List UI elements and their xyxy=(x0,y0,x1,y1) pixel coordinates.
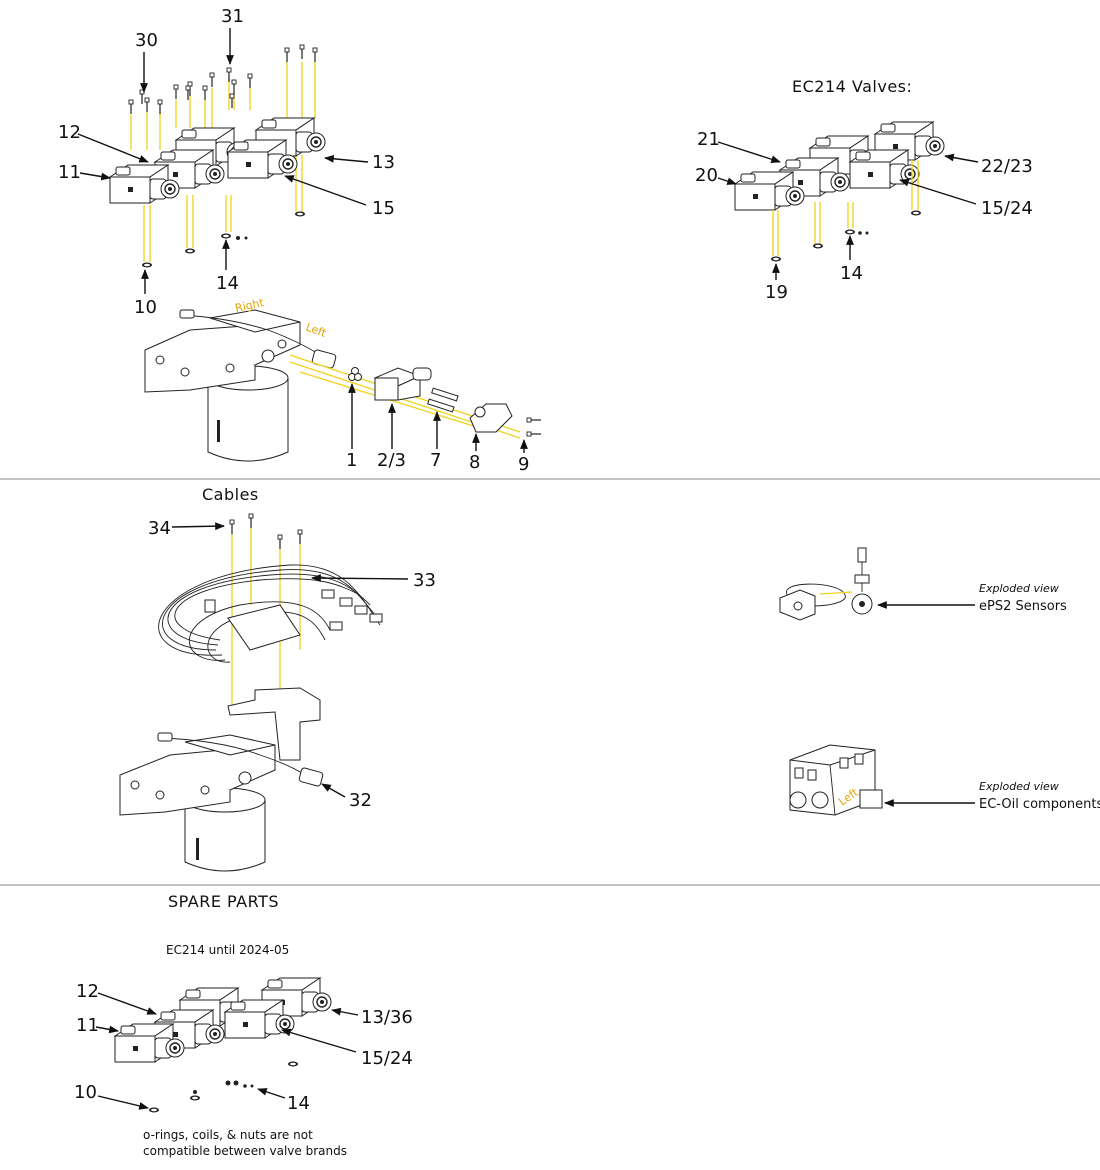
callout-33: 33 xyxy=(413,570,436,591)
callout-11: 11 xyxy=(58,162,81,183)
cables-assembly xyxy=(119,513,383,872)
callout-2-3: 2/3 xyxy=(377,450,406,471)
callout-spare-13-36: 13/36 xyxy=(361,1007,413,1028)
ecoil-name: EC-Oil components xyxy=(979,797,1100,812)
callout-15: 15 xyxy=(372,198,395,219)
callout-spare-11: 11 xyxy=(76,1015,99,1036)
callout-1: 1 xyxy=(346,450,357,471)
ec214-valve-assembly xyxy=(734,121,945,262)
spare-parts-subtitle: EC214 until 2024-05 xyxy=(166,943,289,957)
wire-label-right: Right xyxy=(234,296,266,315)
spare-note-line-2: compatible between valve brands xyxy=(143,1144,347,1158)
ec-oil-components-view: Left xyxy=(789,744,883,816)
pump-sensor-assembly: Right Left xyxy=(144,296,542,462)
callout-12: 12 xyxy=(58,122,81,143)
callout-21: 21 xyxy=(697,129,720,150)
callout-spare-10: 10 xyxy=(74,1082,97,1103)
callout-10: 10 xyxy=(134,297,157,318)
callout-31: 31 xyxy=(221,6,244,27)
eps2-caption: Exploded view xyxy=(979,582,1059,595)
callout-30: 30 xyxy=(135,30,158,51)
callout-14-ec214: 14 xyxy=(840,263,863,284)
eps2-name: ePS2 Sensors xyxy=(979,599,1067,614)
callout-22-23: 22/23 xyxy=(981,156,1033,177)
callout-32: 32 xyxy=(349,790,372,811)
callout-20: 20 xyxy=(695,165,718,186)
callout-15-24: 15/24 xyxy=(981,198,1033,219)
callouts-ec214: 21 20 22/23 15/24 14 19 xyxy=(695,129,1033,303)
ecoil-caption: Exploded view xyxy=(979,780,1059,793)
spare-note-line-1: o-rings, coils, & nuts are not xyxy=(143,1128,313,1142)
callout-spare-12: 12 xyxy=(76,981,99,1002)
spare-valve-assembly xyxy=(114,977,332,1113)
ec214-valves-title: EC214 Valves: xyxy=(792,77,912,96)
callouts-cables: 34 33 32 xyxy=(148,518,436,811)
callout-19: 19 xyxy=(765,282,788,303)
cables-title: Cables xyxy=(202,485,259,504)
main-valve-assembly xyxy=(109,44,326,268)
callout-34: 34 xyxy=(148,518,171,539)
callout-spare-14: 14 xyxy=(287,1093,310,1114)
callout-spare-15-24: 15/24 xyxy=(361,1048,413,1069)
callout-9: 9 xyxy=(518,454,529,475)
callouts-spare: 12 11 13/36 15/24 10 14 xyxy=(74,981,413,1114)
callout-8: 8 xyxy=(469,452,480,473)
callouts-lower: 1 2/3 7 8 9 xyxy=(346,383,529,475)
spare-parts-title: SPARE PARTS xyxy=(168,892,279,911)
callout-13: 13 xyxy=(372,152,395,173)
wire-label-left: Left xyxy=(304,321,329,341)
callout-14: 14 xyxy=(216,273,239,294)
callouts-main: 30 31 12 11 13 15 14 10 xyxy=(58,6,395,318)
callout-7: 7 xyxy=(430,450,441,471)
eps2-sensors-view xyxy=(779,547,873,621)
